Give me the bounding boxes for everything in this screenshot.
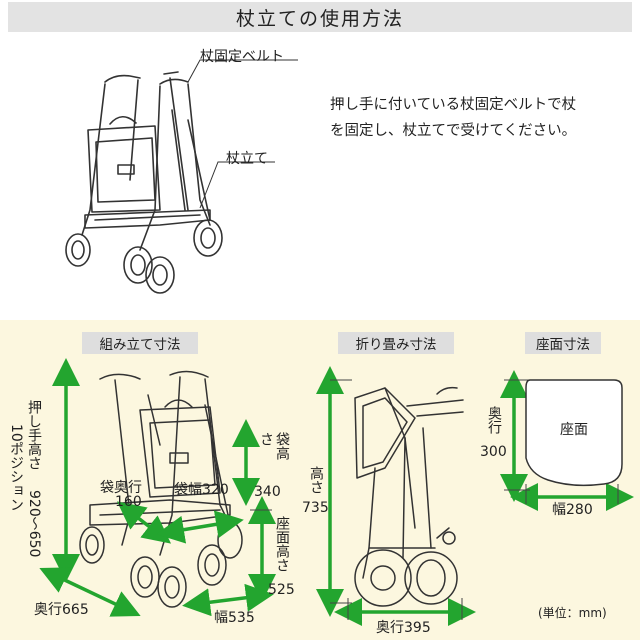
assembled-width-label: 幅535 — [214, 610, 255, 626]
seat-text: 座面 — [560, 422, 588, 438]
seat-width-label: 幅280 — [552, 502, 593, 518]
label-assembled-dimensions: 組み立て寸法 — [82, 332, 198, 354]
walker-illustration-folded — [354, 386, 464, 607]
label-folded-dimensions: 折り畳み寸法 — [338, 332, 454, 354]
seat-illustration — [525, 379, 623, 487]
bag-width-value: 320 — [202, 482, 229, 498]
instruction-line-1: 押し手に付いている杖固定ベルトで杖 — [330, 97, 577, 113]
instruction-line-2: を固定し、杖立てで受けてください。 — [330, 123, 577, 139]
seat-height-value: 525 — [268, 582, 295, 598]
bag-depth-value: 160 — [115, 494, 142, 510]
folded-depth-label: 奥行395 — [376, 620, 431, 636]
label-seat-dimensions: 座面寸法 — [525, 332, 601, 354]
callout-belt: 杖固定ベルト — [200, 49, 284, 65]
instruction-text: 押し手に付いている杖固定ベルトで杖 を固定し、杖立てで受けてください。 — [330, 92, 630, 144]
seat-depth-value: 300 — [480, 444, 507, 460]
folded-height-value: 735 — [302, 500, 329, 516]
callout-stand: 杖立て — [226, 151, 268, 167]
bag-height-value: 340 — [254, 484, 281, 500]
walker-illustration-top — [65, 59, 298, 294]
seat-height-title: 座面高さ — [274, 516, 290, 572]
section-title-bar: 杖立ての使用方法 — [8, 2, 632, 32]
unit-note: (単位：mm) — [538, 606, 607, 620]
assembled-depth-label: 奥行665 — [34, 602, 89, 618]
handle-height-value: 920〜650 — [26, 490, 42, 558]
section-title: 杖立ての使用方法 — [235, 7, 404, 30]
handle-height-title: 押し手高さ — [26, 400, 42, 470]
handle-height-positions: 10ポジション — [8, 424, 24, 512]
bag-width-label: 袋幅320 — [174, 482, 229, 499]
bag-width-title: 袋幅 — [174, 482, 202, 498]
bag-height-title: 袋高さ — [258, 432, 290, 460]
seat-depth-title: 奥行 — [486, 406, 502, 434]
bag-depth-title: 袋奥行 — [100, 480, 142, 496]
folded-height-title: 高さ — [308, 466, 324, 494]
